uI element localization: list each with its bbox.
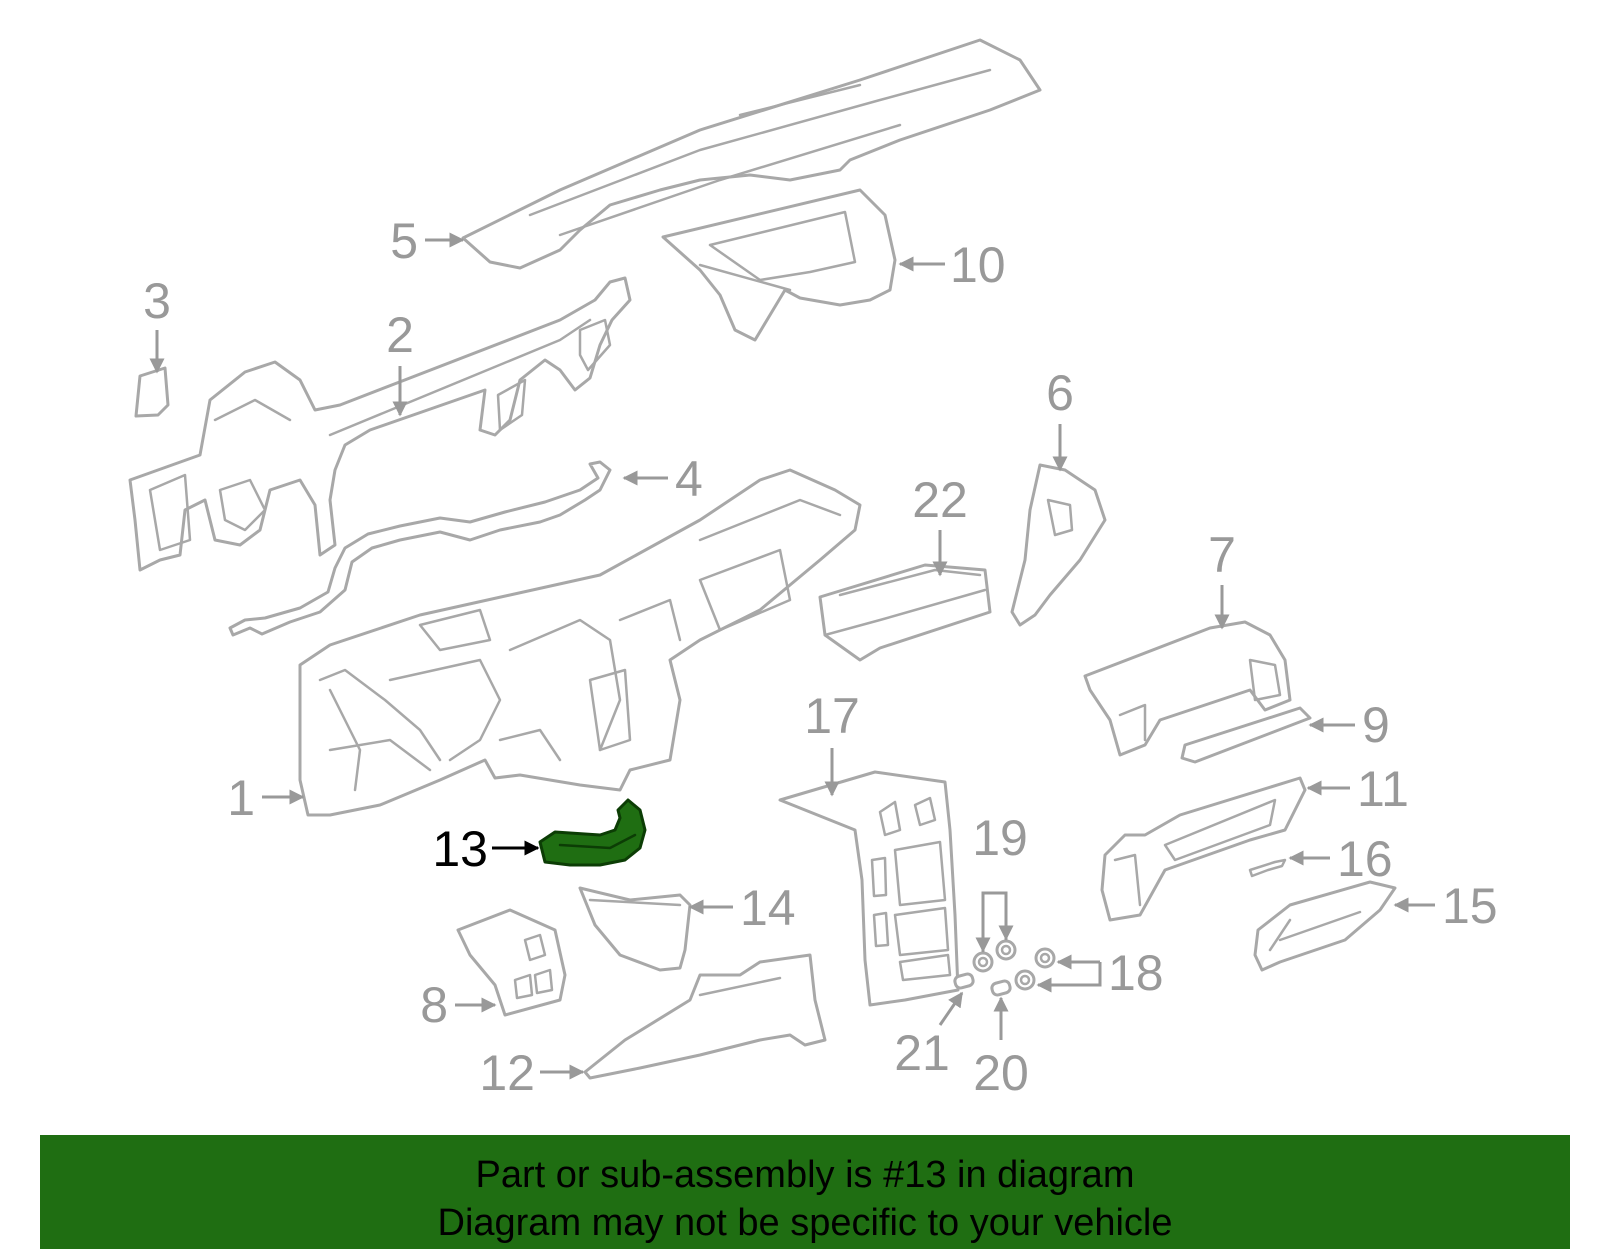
part-5-dash-pad[interactable] bbox=[461, 38, 1042, 270]
part-1-instrument-panel[interactable] bbox=[298, 468, 862, 817]
callout-11: 11 bbox=[1357, 761, 1409, 817]
part-22-storage-bin[interactable] bbox=[818, 563, 992, 662]
part-18-knob-bottom[interactable] bbox=[1014, 969, 1036, 991]
callout-12: 12 bbox=[479, 1045, 535, 1101]
part-11-glove-box-door[interactable] bbox=[1100, 776, 1307, 922]
callout-19: 19 bbox=[972, 810, 1028, 866]
callout-14: 14 bbox=[740, 880, 796, 936]
part-18-knob-top[interactable] bbox=[1034, 947, 1056, 969]
part-3-bracket[interactable] bbox=[134, 366, 170, 418]
callout-13: 13 bbox=[432, 821, 488, 877]
part-4-wire-channel[interactable] bbox=[228, 460, 612, 637]
part-6-side-panel[interactable] bbox=[1010, 463, 1107, 627]
part-17-center-bezel[interactable] bbox=[778, 770, 960, 1007]
callout-labels: 5 10 3 2 4 6 22 7 9 17 11 1 16 14 15 19 … bbox=[143, 213, 1498, 1101]
callout-16: 16 bbox=[1337, 831, 1393, 887]
callout-6: 6 bbox=[1046, 365, 1074, 421]
part-20-button[interactable] bbox=[990, 979, 1012, 997]
part-21-button[interactable] bbox=[953, 972, 975, 990]
part-19-knob-right[interactable] bbox=[995, 939, 1017, 961]
callout-5: 5 bbox=[390, 213, 418, 269]
leader-21 bbox=[938, 991, 964, 1026]
part-13-highlighted[interactable] bbox=[538, 798, 647, 867]
callout-8: 8 bbox=[420, 977, 448, 1033]
callout-9: 9 bbox=[1362, 697, 1390, 753]
part-15-glove-box[interactable] bbox=[1253, 880, 1397, 972]
callout-20: 20 bbox=[973, 1045, 1029, 1101]
part-16-clip[interactable] bbox=[1248, 858, 1287, 878]
callout-18: 18 bbox=[1108, 945, 1164, 1001]
part-7-trim-bezel[interactable] bbox=[1083, 620, 1292, 757]
banner-line-1: Part or sub-assembly is #13 in diagram bbox=[475, 1154, 1135, 1196]
info-banner: Part or sub-assembly is #13 in diagram D… bbox=[40, 1135, 1570, 1249]
part-9-trim-strip[interactable] bbox=[1180, 706, 1312, 764]
callout-22: 22 bbox=[912, 472, 968, 528]
part-10-cluster-hood[interactable] bbox=[661, 188, 897, 342]
callout-4: 4 bbox=[675, 451, 703, 507]
callout-21: 21 bbox=[894, 1025, 950, 1081]
callout-3: 3 bbox=[143, 273, 171, 329]
part-2-cross-car-beam[interactable] bbox=[128, 276, 632, 572]
banner-line-2: Diagram may not be specific to your vehi… bbox=[437, 1202, 1173, 1244]
part-14-knee-panel[interactable] bbox=[578, 886, 692, 972]
leader-lines bbox=[149, 232, 1435, 1080]
part-19-knob-left[interactable] bbox=[972, 951, 994, 973]
part-8-switch-bezel[interactable] bbox=[456, 908, 567, 1017]
callout-7: 7 bbox=[1208, 527, 1236, 583]
callout-17: 17 bbox=[804, 688, 860, 744]
callout-1: 1 bbox=[227, 770, 255, 826]
callout-2: 2 bbox=[386, 307, 414, 363]
callout-15: 15 bbox=[1442, 878, 1498, 934]
part-12-lower-trim[interactable] bbox=[583, 953, 827, 1080]
callout-10: 10 bbox=[950, 237, 1006, 293]
